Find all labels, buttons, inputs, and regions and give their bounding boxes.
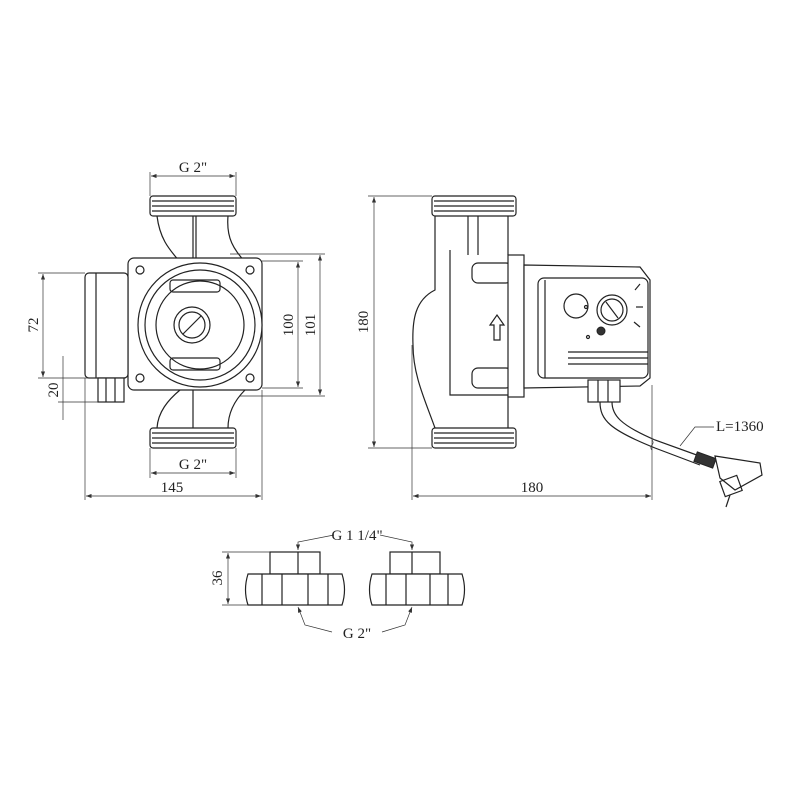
cable-gland bbox=[587, 379, 621, 403]
speed-selector-knob-icon bbox=[596, 294, 628, 326]
height-101-label: 101 bbox=[303, 314, 319, 337]
fittings: G 1 1/4" G 2" 36 bbox=[210, 528, 466, 642]
top-thread bbox=[149, 195, 237, 217]
vent-screw-icon bbox=[173, 306, 211, 344]
fitting-nut-thread-label: G 2" bbox=[343, 626, 371, 642]
height-100-label: 100 bbox=[281, 314, 297, 337]
power-plug-icon bbox=[693, 451, 763, 508]
top-thread-label: G 2" bbox=[179, 160, 207, 176]
fitting-height-36-label: 36 bbox=[210, 570, 226, 586]
gland-height-20-label: 20 bbox=[46, 383, 62, 398]
terminal-height-72-label: 72 bbox=[26, 318, 42, 333]
width-145-label: 145 bbox=[161, 480, 184, 496]
fitting-left bbox=[244, 551, 346, 606]
fitting-pipe-thread-label: G 1 1/4" bbox=[331, 528, 382, 544]
bottom-thread-label: G 2" bbox=[179, 457, 207, 473]
flow-direction-arrow-icon bbox=[488, 313, 506, 341]
control-box bbox=[523, 264, 651, 389]
side-top-thread bbox=[431, 195, 517, 217]
fitting-right bbox=[368, 551, 466, 606]
pump-housing-front bbox=[127, 257, 263, 391]
bottom-thread bbox=[149, 427, 237, 449]
side-bottom-thread bbox=[431, 427, 517, 449]
side-height-180-label: 180 bbox=[356, 311, 372, 334]
cable-length-label: L=1360 bbox=[716, 419, 764, 435]
power-cable bbox=[599, 401, 706, 466]
front-view: G 2" G 2" 145 100 101 72 20 bbox=[26, 160, 325, 500]
side-view: 180 180 L=1360 bbox=[356, 195, 764, 508]
terminal-box-front bbox=[84, 272, 129, 403]
side-length-180-label: 180 bbox=[521, 480, 544, 496]
